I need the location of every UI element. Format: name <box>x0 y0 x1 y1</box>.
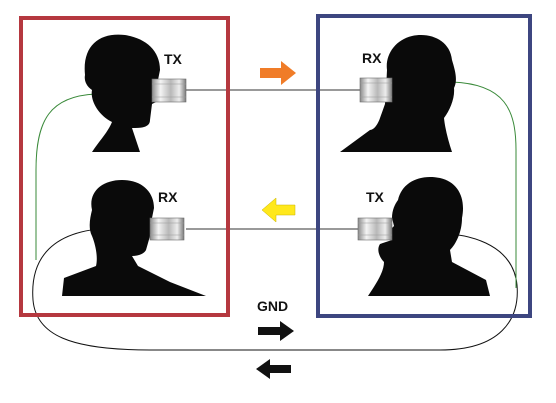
can-top-left <box>151 78 187 103</box>
ground-wire-loop <box>32 227 518 351</box>
can-bottom-left <box>149 217 185 241</box>
person-bottom-left-silhouette <box>62 180 206 296</box>
can-top-right <box>359 77 393 103</box>
rx-label-top-right: RX <box>362 50 382 66</box>
rx-label-bottom-left: RX <box>158 189 178 205</box>
right-person-box <box>316 14 532 318</box>
person-top-left-silhouette <box>84 34 164 152</box>
orange-arrow-right-icon <box>260 61 296 85</box>
person-bottom-right-silhouette <box>368 176 490 296</box>
yellow-arrow-left-icon <box>261 197 296 223</box>
left-green-wire <box>35 93 97 260</box>
tx-label-top-left: TX <box>164 51 182 67</box>
gnd-arrow-left-icon <box>256 359 291 379</box>
gnd-label: GND <box>257 298 289 314</box>
person-top-right-silhouette <box>340 35 456 152</box>
right-green-wire <box>451 81 517 288</box>
gnd-arrow-right-icon <box>258 321 294 341</box>
tx-label-bottom-right: TX <box>366 189 384 205</box>
left-person-box <box>19 16 230 317</box>
can-bottom-right <box>357 217 393 241</box>
